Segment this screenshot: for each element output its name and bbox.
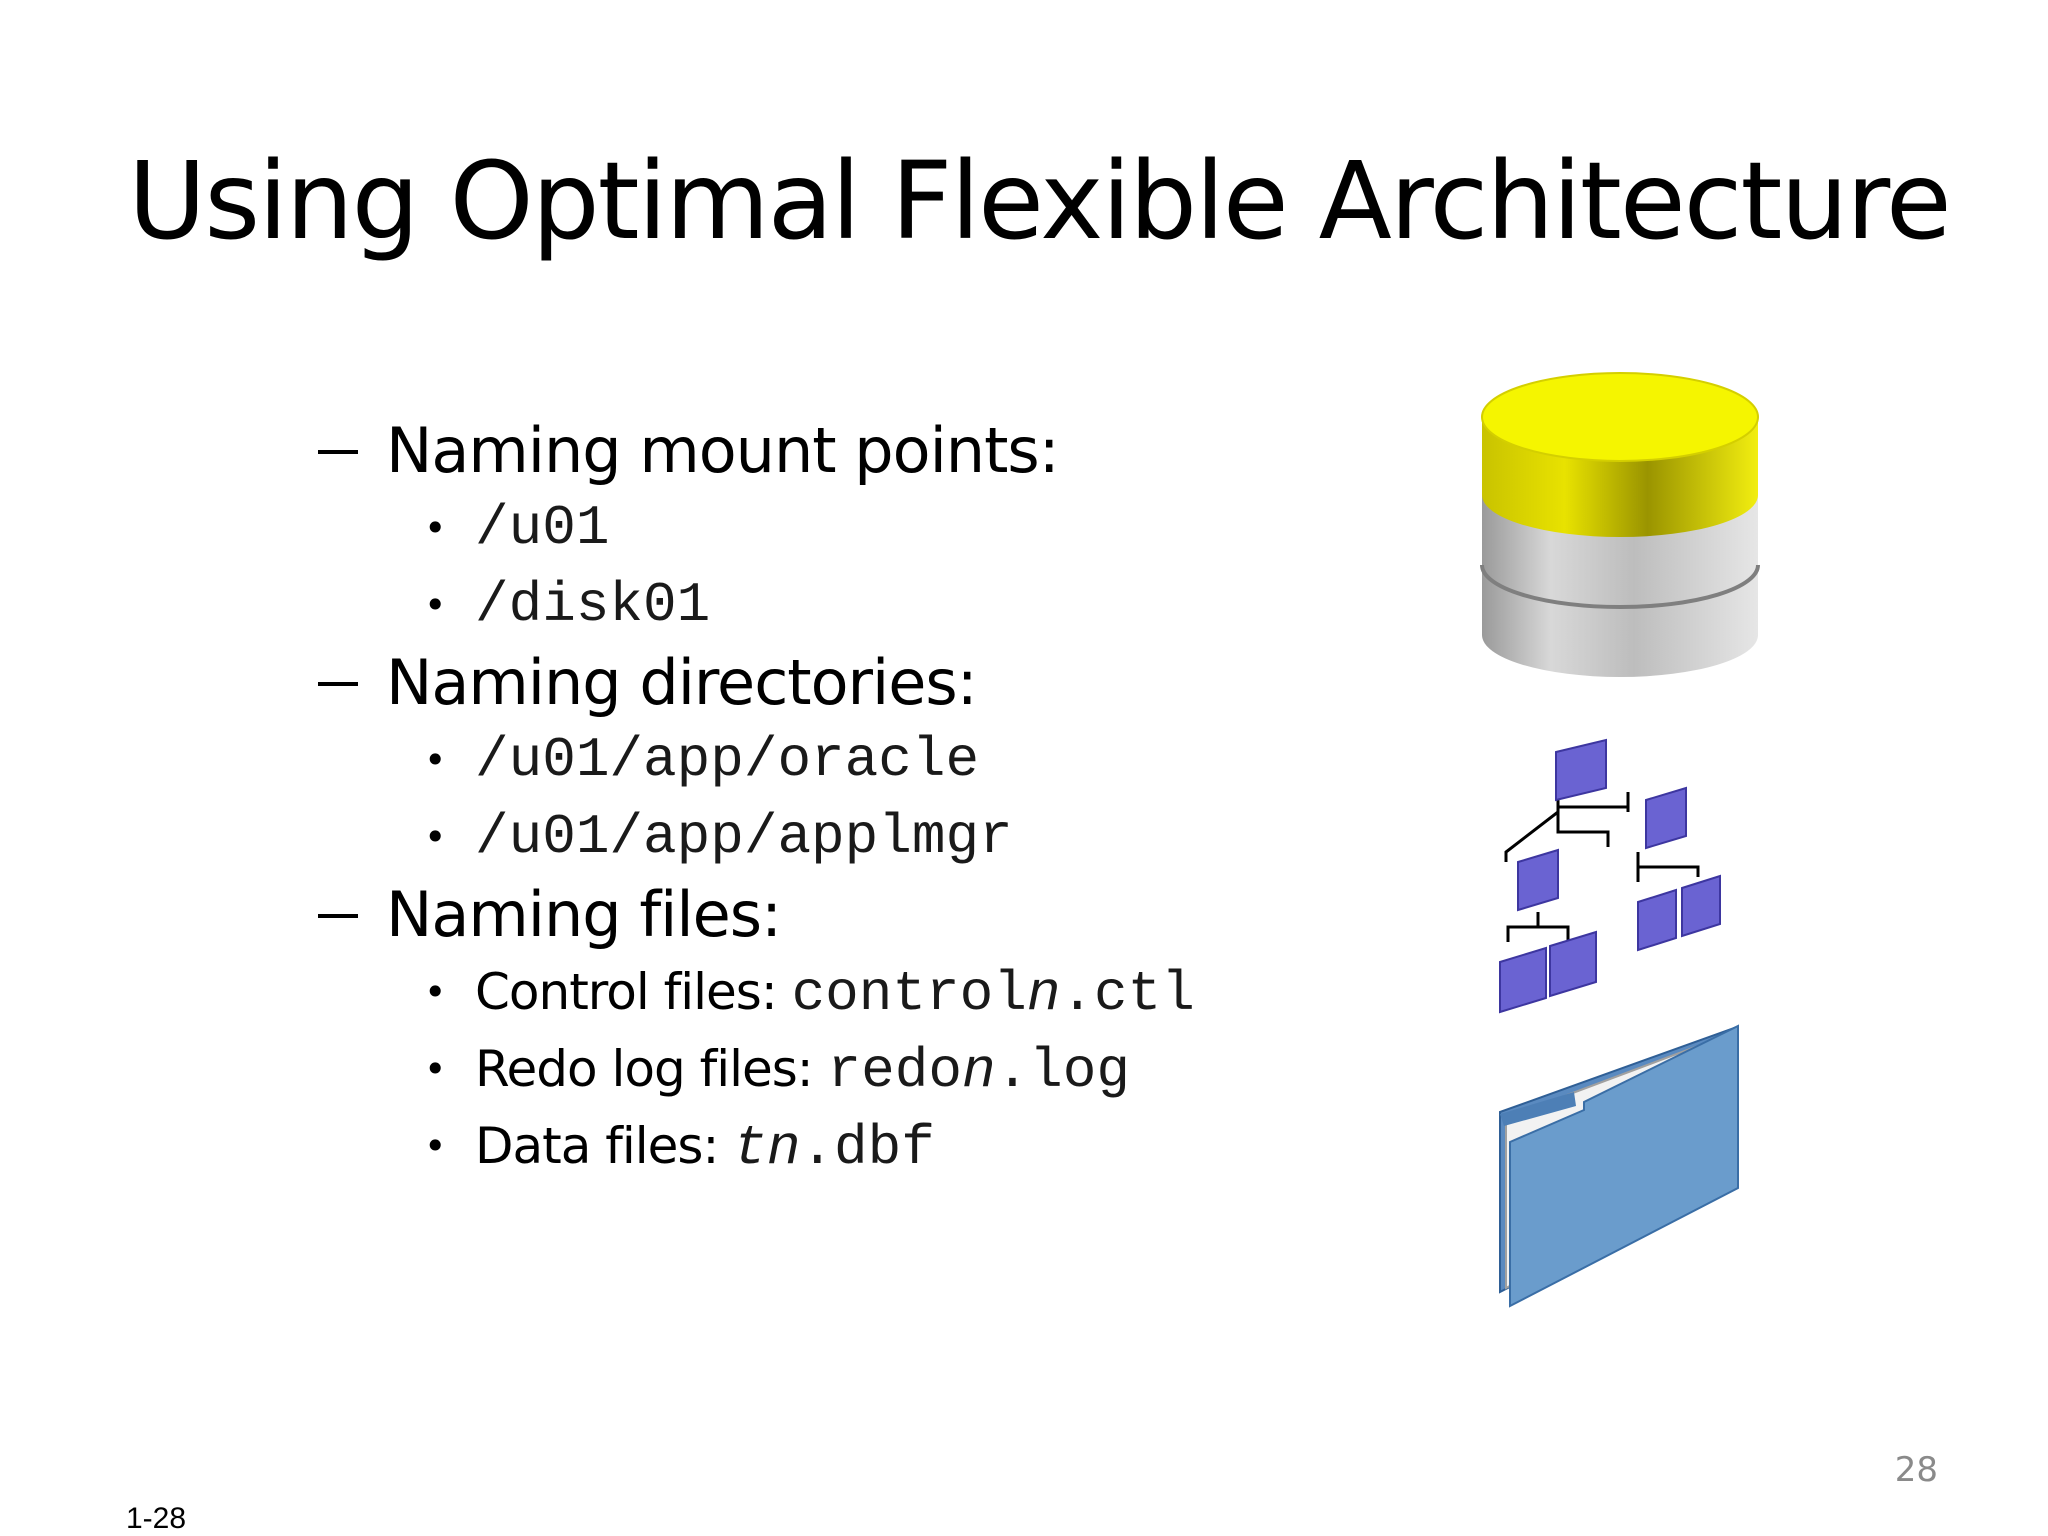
section-heading-mount-points: Naming mount points: xyxy=(318,414,1060,487)
code-variable: n xyxy=(1026,962,1061,1026)
directory-hierarchy-icon xyxy=(1499,738,1721,1014)
list-item: • Control files: controln.ctl xyxy=(318,954,1418,1031)
list-item: • /disk01 xyxy=(318,567,1418,644)
bullet-dot: • xyxy=(424,506,447,550)
code-text: .dbf xyxy=(800,1116,935,1180)
bullet-dot: • xyxy=(424,970,447,1014)
bullet-dot: • xyxy=(424,815,447,859)
list-item: • /u01/app/oracle xyxy=(318,722,1418,799)
bullet-dot: • xyxy=(424,738,447,782)
slide-title: Using Optimal Flexible Architecture xyxy=(128,140,1952,264)
code-text: /disk01 xyxy=(475,573,711,637)
code-text: .ctl xyxy=(1060,962,1195,1026)
footer-slide-number: 1-28 xyxy=(126,1502,187,1535)
item-label: Redo log files: xyxy=(475,1040,828,1098)
item-label: Control files: xyxy=(475,963,792,1021)
bullet-dot: • xyxy=(424,1047,447,1091)
code-text: /u01/app/applmgr xyxy=(475,805,1013,869)
code-variable: tn xyxy=(733,1116,801,1180)
bullet-dot: • xyxy=(424,1124,447,1168)
item-label: Data files: xyxy=(475,1117,734,1175)
database-cylinder-icon xyxy=(1480,372,1760,677)
code-text: control xyxy=(791,962,1027,1026)
list-item: • Data files: tn.dbf xyxy=(318,1108,1418,1185)
list-item: • Redo log files: redon.log xyxy=(318,1031,1418,1108)
page-number: 28 xyxy=(1894,1450,1938,1490)
section-heading-directories: Naming directories: xyxy=(318,646,978,719)
list-item: • /u01 xyxy=(318,490,1418,567)
bullet-content: Naming mount points: • /u01 • /disk01 Na… xyxy=(318,412,1418,1185)
code-variable: n xyxy=(961,1039,996,1103)
code-text: .log xyxy=(995,1039,1130,1103)
code-text: redo xyxy=(827,1039,962,1103)
open-folder-icon xyxy=(1499,1024,1739,1308)
list-item: • /u01/app/applmgr xyxy=(318,799,1418,876)
bullet-dot: • xyxy=(424,583,447,627)
section-heading-files: Naming files: xyxy=(318,878,782,951)
code-text: /u01 xyxy=(475,496,610,560)
code-text: /u01/app/oracle xyxy=(475,728,980,792)
